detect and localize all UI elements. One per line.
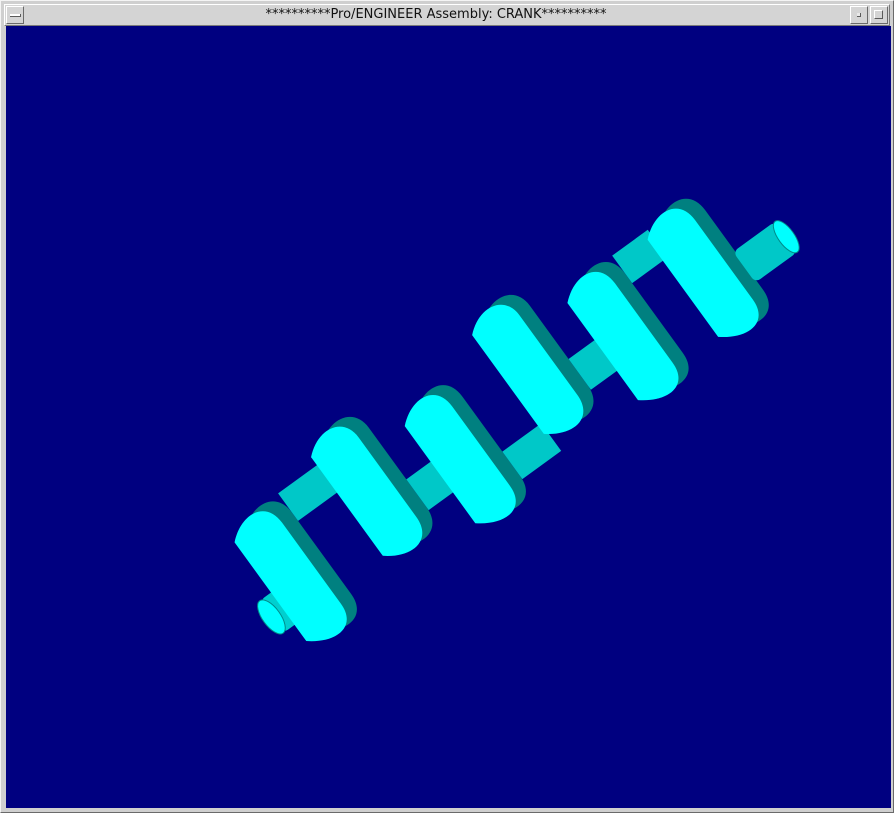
end-shaft-front-face (772, 220, 800, 254)
menu-bar-icon (10, 14, 21, 17)
graphics-viewport[interactable] (6, 26, 891, 808)
end-shaft-rear-face (257, 599, 286, 635)
crank-web (404, 395, 516, 524)
crank-web (567, 272, 679, 401)
maximize-button[interactable] (870, 6, 888, 24)
crank-web (234, 511, 347, 642)
minimize-icon (857, 13, 861, 17)
maximize-icon (874, 10, 883, 19)
title-bar[interactable]: **********Pro/ENGINEER Assembly: CRANK**… (4, 4, 890, 26)
minimize-button[interactable] (850, 6, 868, 24)
window-menu-button[interactable] (6, 6, 24, 24)
main-journal (568, 337, 621, 390)
crank-web (311, 426, 423, 556)
window-title: **********Pro/ENGINEER Assembly: CRANK**… (265, 7, 607, 22)
crank-pin (502, 423, 562, 480)
crank-pin (278, 464, 339, 521)
crank-web (647, 208, 759, 337)
crankshaft-model (234, 199, 800, 642)
crank-web (472, 304, 584, 434)
main-journal (406, 459, 457, 511)
